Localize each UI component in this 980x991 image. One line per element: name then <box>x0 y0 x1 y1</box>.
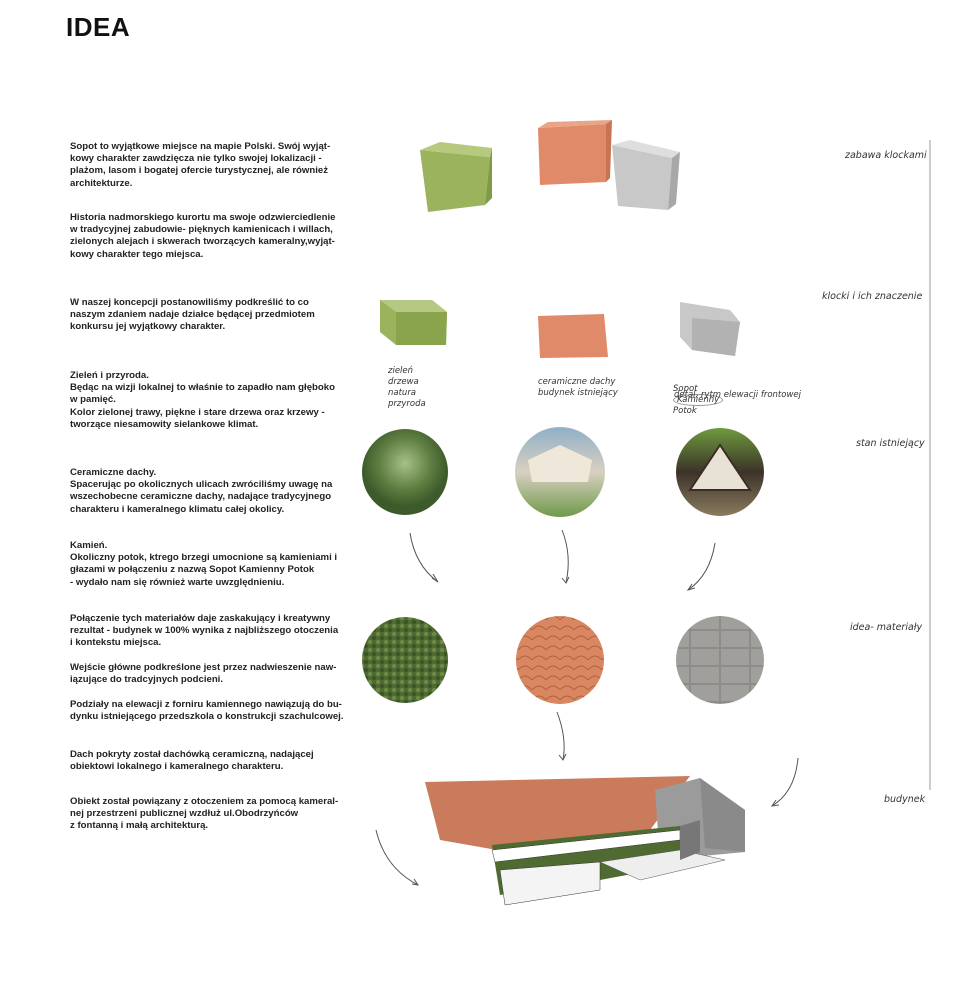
material-stone <box>676 616 764 704</box>
paragraph-stone: Kamień. Okoliczny potok, ktrego brzegi u… <box>70 540 338 588</box>
paragraph-public-space: Obiekt został powiązany z otoczeniem za … <box>70 796 339 832</box>
orange-cube <box>538 120 612 185</box>
paragraph-entrance: Wejście główne podkreślone jest przez na… <box>70 662 337 686</box>
orange-block <box>538 314 608 358</box>
photo-house-gable <box>688 443 752 491</box>
annotation-orange: ceramiczne dachy budynek istniejący <box>538 377 618 398</box>
paragraph-materials: Połączenie tych materiałów daje zaskakuj… <box>70 613 339 649</box>
paragraph-concept: W naszej koncepcji postanowiliśmy podkre… <box>70 297 315 333</box>
photo-house-shape <box>528 445 592 482</box>
annotation-grey-line2: detal, rytm elewacji frontowej <box>674 390 802 400</box>
annotation-green: zieleń drzewa natura przyroda <box>388 366 426 409</box>
label-existing-state: stan istniejący <box>856 438 925 449</box>
green-block <box>380 300 447 345</box>
label-idea-materials: idea- materiały <box>850 622 923 633</box>
material-greenery <box>362 617 448 703</box>
label-blocks-meaning: klocki i ich znaczenie <box>822 291 923 302</box>
page-title: IDEA <box>66 12 131 42</box>
grey-block <box>680 302 740 356</box>
label-playing-blocks: zabawa klockami <box>845 150 927 161</box>
paragraph-greenery: Zieleń i przyroda. Będąc na wizji lokaln… <box>70 370 335 430</box>
annotation-text: Sopot <box>673 384 698 394</box>
paragraph-intro: Sopot to wyjątkowe miejsce na mapie Pols… <box>70 141 331 189</box>
paragraph-roof-tiles: Dach pokryty został dachówką ceramiczną,… <box>70 749 314 773</box>
arrows <box>375 529 799 886</box>
divider-line <box>929 140 931 790</box>
annotation-circled-word: Kamienny <box>673 394 724 406</box>
building-model <box>425 776 745 906</box>
paragraph-roofs: Ceramiczne dachy. Spacerując po okoliczn… <box>70 467 333 515</box>
label-building: budynek <box>884 794 926 805</box>
green-cube <box>420 142 492 212</box>
annotation-grey-line1: Sopot Kamienny Potok <box>673 373 724 417</box>
annotation-text: Potok <box>673 406 697 416</box>
paragraph-elevation: Podziały na elewacji z forniru kamienneg… <box>70 699 344 723</box>
paragraph-history: Historia nadmorskiego kurortu ma swoje o… <box>70 212 336 260</box>
photo-greenery <box>362 429 448 515</box>
material-ceramic-tiles <box>516 616 604 704</box>
grey-cube <box>612 140 680 210</box>
